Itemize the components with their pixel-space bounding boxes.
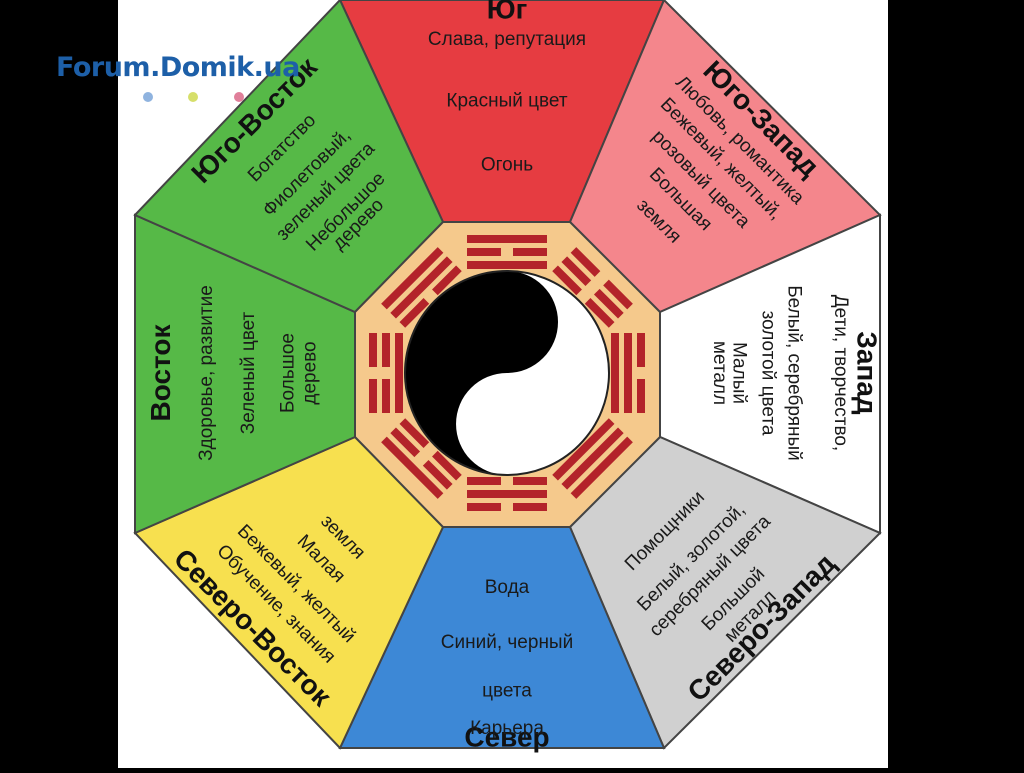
trigram-line-solid bbox=[552, 418, 615, 481]
trigram-line-solid bbox=[611, 333, 619, 413]
trigram-line-broken bbox=[552, 265, 582, 296]
watermark-text: Forum.Domik.ua bbox=[56, 52, 300, 83]
label-south-0: Слава, репутация bbox=[428, 29, 586, 50]
trigram-east bbox=[369, 333, 403, 413]
trigram-south bbox=[467, 235, 547, 269]
trigram-line-solid bbox=[561, 427, 624, 490]
trigram-line-broken bbox=[432, 450, 462, 481]
trigram-line-broken bbox=[369, 333, 377, 367]
label-east-0: Здоровье, развитие bbox=[196, 285, 217, 461]
label-north-2: цвета bbox=[482, 681, 532, 702]
label-east-1: Зеленый цвет bbox=[238, 311, 259, 434]
label-west-2: золотой цвета bbox=[757, 311, 778, 436]
trigram-line-broken bbox=[399, 418, 430, 448]
trigram-line-solid bbox=[570, 436, 633, 499]
trigram-southwest bbox=[552, 247, 633, 328]
label-east-2: Большое bbox=[278, 333, 299, 413]
label-west-1: Белый, серебряный bbox=[784, 285, 805, 461]
trigram-northwest bbox=[552, 418, 633, 499]
trigram-southeast bbox=[381, 247, 462, 328]
label-west-0: Дети, творчество, bbox=[830, 295, 851, 451]
trigram-line-broken bbox=[382, 379, 390, 413]
trigram-line-broken bbox=[513, 248, 547, 256]
yin-yang-dot-light bbox=[497, 414, 517, 434]
trigram-west bbox=[611, 333, 645, 413]
trigram-north bbox=[467, 477, 547, 511]
trigram-line-broken bbox=[467, 477, 501, 485]
trigram-line-broken bbox=[637, 379, 645, 413]
trigram-line-solid bbox=[395, 333, 403, 413]
yin-yang-dot-dark bbox=[497, 312, 517, 332]
watermark-dot bbox=[188, 92, 199, 102]
label-north-3: Карьера bbox=[470, 718, 544, 739]
yin-yang-outline bbox=[404, 270, 610, 476]
trigram-line-broken bbox=[561, 256, 592, 287]
trigram-line-broken bbox=[382, 333, 390, 367]
trigram-northeast bbox=[381, 418, 462, 499]
trigram-line-broken bbox=[637, 333, 645, 367]
trigram-line-solid bbox=[467, 490, 547, 498]
trigram-line-solid bbox=[467, 235, 547, 243]
center-layer bbox=[354, 221, 661, 528]
trigram-line-solid bbox=[467, 261, 547, 269]
label-south-1: Красный цвет bbox=[446, 91, 567, 112]
trigram-line-solid bbox=[381, 436, 444, 499]
heading-east: Восток bbox=[145, 324, 176, 422]
trigram-line-broken bbox=[593, 288, 624, 319]
heading-north: Север bbox=[464, 722, 549, 753]
trigram-line-solid bbox=[381, 247, 444, 310]
trigram-line-broken bbox=[432, 265, 462, 296]
trigram-line-broken bbox=[390, 427, 421, 458]
heading-west: Запад bbox=[851, 331, 882, 415]
watermark-dot bbox=[233, 92, 244, 102]
trigram-line-broken bbox=[369, 379, 377, 413]
trigram-line-broken bbox=[513, 477, 547, 485]
trigram-line-broken bbox=[513, 503, 547, 511]
trigram-line-broken bbox=[603, 279, 633, 310]
label-west-3: Малый bbox=[729, 342, 750, 404]
trigram-line-broken bbox=[467, 248, 501, 256]
sectors-layer bbox=[133, 0, 882, 750]
trigram-line-broken bbox=[399, 298, 430, 328]
trigram-line-broken bbox=[570, 247, 601, 277]
heading-south: Юг bbox=[487, 0, 528, 24]
watermark-dot bbox=[143, 92, 153, 102]
label-north-0: Вода bbox=[485, 577, 530, 598]
label-south-2: Огонь bbox=[481, 155, 533, 176]
yin-yang-white bbox=[456, 271, 609, 475]
trigram-line-broken bbox=[422, 459, 453, 490]
trigram-line-broken bbox=[467, 503, 501, 511]
trigram-line-solid bbox=[390, 256, 453, 319]
trigram-line-solid bbox=[624, 333, 632, 413]
label-east-3: дерево bbox=[300, 341, 321, 404]
watermark-dots bbox=[143, 89, 275, 107]
label-west-4: металл bbox=[709, 341, 730, 405]
label-north-1: Синий, черный bbox=[441, 632, 573, 653]
trigram-line-broken bbox=[584, 298, 615, 328]
